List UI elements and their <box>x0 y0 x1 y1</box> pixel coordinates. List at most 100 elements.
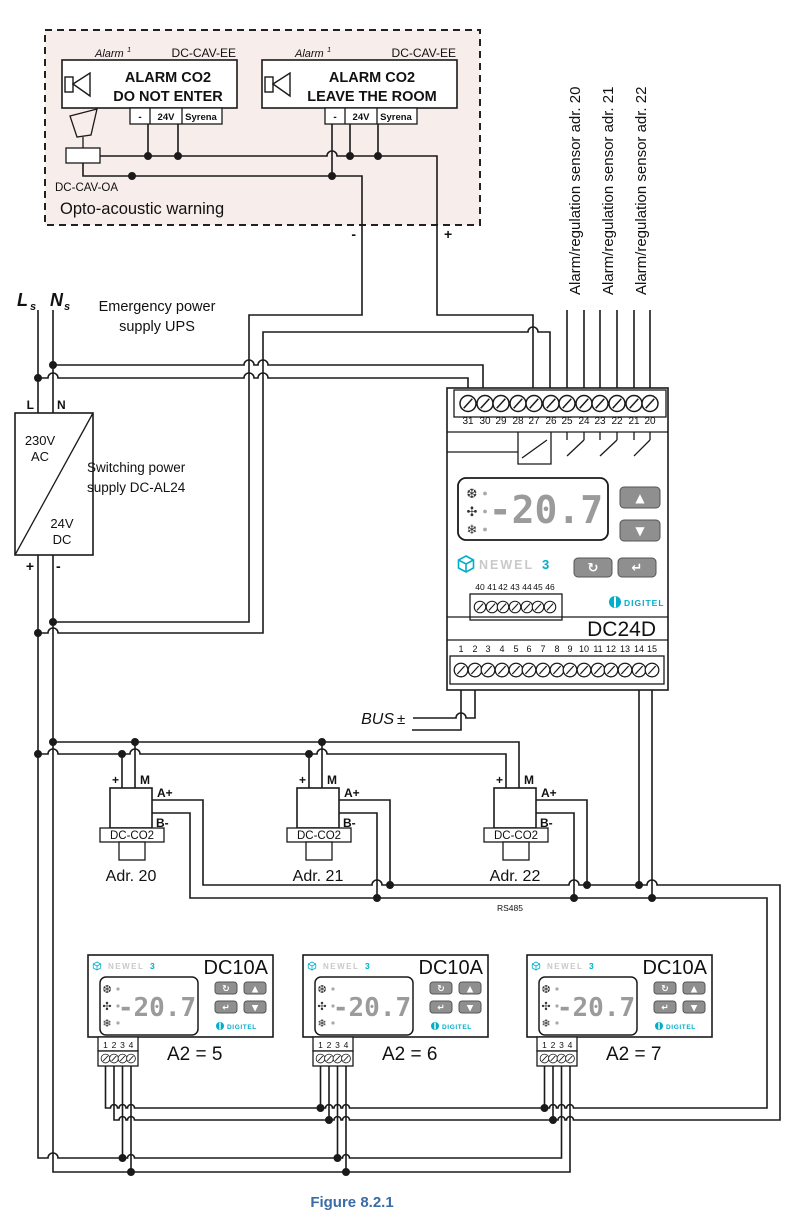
loop-arrow-icon: ↻ <box>661 985 669 995</box>
up-arrow-icon: ▲ <box>691 985 698 995</box>
dc-cav-ee-model-2: DC-CAV-EE <box>392 46 456 60</box>
screw-terminal-icon <box>576 662 592 678</box>
led-indicator <box>483 509 487 514</box>
terminal-number: 44 <box>522 582 532 592</box>
down-button <box>682 1000 706 1014</box>
psu-plus-label: + <box>26 558 34 574</box>
enter-button <box>214 1000 238 1014</box>
down-button <box>243 1000 267 1014</box>
screw-terminal-icon <box>494 662 510 678</box>
screw-terminal-icon <box>542 394 560 413</box>
loop-button <box>653 981 677 995</box>
digitel-brand: DIGITEL <box>442 1024 472 1031</box>
enter-arrow-icon: ↵ <box>632 561 643 576</box>
alarm1-terminal-minus: - <box>138 112 141 123</box>
terminal-number: 7 <box>540 644 545 654</box>
wire-sensor-drops <box>121 742 323 788</box>
wire-module2-drops <box>319 1066 347 1172</box>
sensor-bminus-label: B- <box>156 816 169 830</box>
up-button <box>619 486 661 509</box>
screw-terminal-icon <box>531 600 545 614</box>
dc24d-top-terminal-numbers: 31 30 29 28 27 26 25 24 23 22 21 20 <box>462 416 656 427</box>
screw-terminal-icon <box>126 1053 136 1064</box>
wire-t14-t15 <box>638 690 653 898</box>
psu-ac: AC <box>31 449 49 464</box>
sensor-m-label: M <box>524 773 534 787</box>
terminal-number: 4 <box>344 1040 349 1050</box>
screw-terminal-icon <box>641 394 659 413</box>
terminal-number: 9 <box>567 644 572 654</box>
screw-terminal-icon <box>590 662 606 678</box>
newel-brand-num: 3 <box>542 557 549 572</box>
newel-brand: NEWEL <box>108 962 144 971</box>
sensor-address: Adr. 21 <box>293 868 344 885</box>
psu-n-label: N <box>57 398 66 412</box>
wire-sensor-label-drops <box>566 310 651 390</box>
screw-terminal-icon <box>548 1053 558 1064</box>
terminal-number: 24 <box>578 416 590 427</box>
down-arrow-icon: ▼ <box>252 1004 259 1014</box>
terminal-number: 2 <box>551 1040 556 1050</box>
enter-button <box>617 557 657 578</box>
opto-out-minus: - <box>351 226 356 242</box>
wire-ls-t31 <box>38 372 469 390</box>
screw-terminal-icon <box>644 662 660 678</box>
sensor-plus-label: + <box>299 773 306 787</box>
sensor-aplus-label: A+ <box>344 786 360 800</box>
sensor-address: Adr. 20 <box>106 868 157 885</box>
terminal-number: 40 <box>475 582 485 592</box>
dc-co2-sensor-2: + M A+ B- DC-CO2 Adr. 21 <box>286 773 360 885</box>
dc24d-bottom-screws <box>453 662 660 678</box>
led-indicator <box>483 491 487 496</box>
terminal-number: 25 <box>561 416 573 427</box>
up-button <box>243 981 267 995</box>
ls-sub: s <box>30 301 36 313</box>
sensor-body <box>493 787 537 829</box>
screw-terminal-icon <box>459 394 477 413</box>
terminal-number: 4 <box>129 1040 134 1050</box>
terminal-number: 12 <box>606 644 616 654</box>
ns-label: N <box>50 290 64 310</box>
screw-terminal-icon <box>508 600 522 614</box>
dc10a-model: DC10A <box>419 957 484 979</box>
dc10a-display-value: -20.7 <box>333 993 411 1023</box>
snowflake-icon: ❄ <box>317 1017 326 1030</box>
screw-terminal-icon <box>476 394 494 413</box>
fan-icon: ✣ <box>317 1000 326 1013</box>
dc10a-display <box>99 976 199 1036</box>
defrost-icon: ❆ <box>102 983 111 996</box>
enter-arrow-icon: ↵ <box>222 1004 230 1014</box>
screw-terminal-icon <box>509 394 527 413</box>
newel-brand-num: 3 <box>150 961 155 971</box>
dc24d-controller: 31 30 29 28 27 26 25 24 23 22 21 20 ❆ ✣ … <box>446 387 669 691</box>
defrost-icon: ❆ <box>317 983 326 996</box>
wire-module1-drops <box>121 1066 132 1172</box>
rs485-label: RS485 <box>497 903 523 913</box>
terminal-number: 41 <box>487 582 497 592</box>
alarm1-line2: DO NOT ENTER <box>113 89 223 105</box>
screw-terminal-icon <box>631 662 647 678</box>
sensor-foot <box>118 841 146 861</box>
dc10a-model: DC10A <box>204 957 269 979</box>
down-arrow-icon: ▼ <box>691 1004 698 1014</box>
dc-cav-ee-model-1: DC-CAV-EE <box>172 46 236 60</box>
screw-terminal-icon <box>625 394 643 413</box>
wire-opto-minus <box>53 163 363 623</box>
terminal-number: 1 <box>542 1040 547 1050</box>
screw-terminal-icon <box>473 600 487 614</box>
screw-terminal-icon <box>453 662 469 678</box>
led-indicator <box>331 987 335 991</box>
led-indicator <box>555 1021 559 1025</box>
sensor-label-adr20: Alarm/regulation sensor adr. 20 <box>567 87 584 295</box>
screw-terminal-icon <box>485 600 499 614</box>
terminal-number: 10 <box>579 644 589 654</box>
alarm-ref-sup-1: 1 <box>127 45 131 54</box>
terminal-number: 3 <box>559 1040 564 1050</box>
terminal-number: 2 <box>327 1040 332 1050</box>
defrost-icon: ❆ <box>467 487 478 502</box>
alarm1-terminal-syrena: Syrena <box>185 112 217 123</box>
terminal-number: 3 <box>485 644 490 654</box>
screw-terminal-icon <box>608 394 626 413</box>
psu-diagonal <box>14 412 94 556</box>
